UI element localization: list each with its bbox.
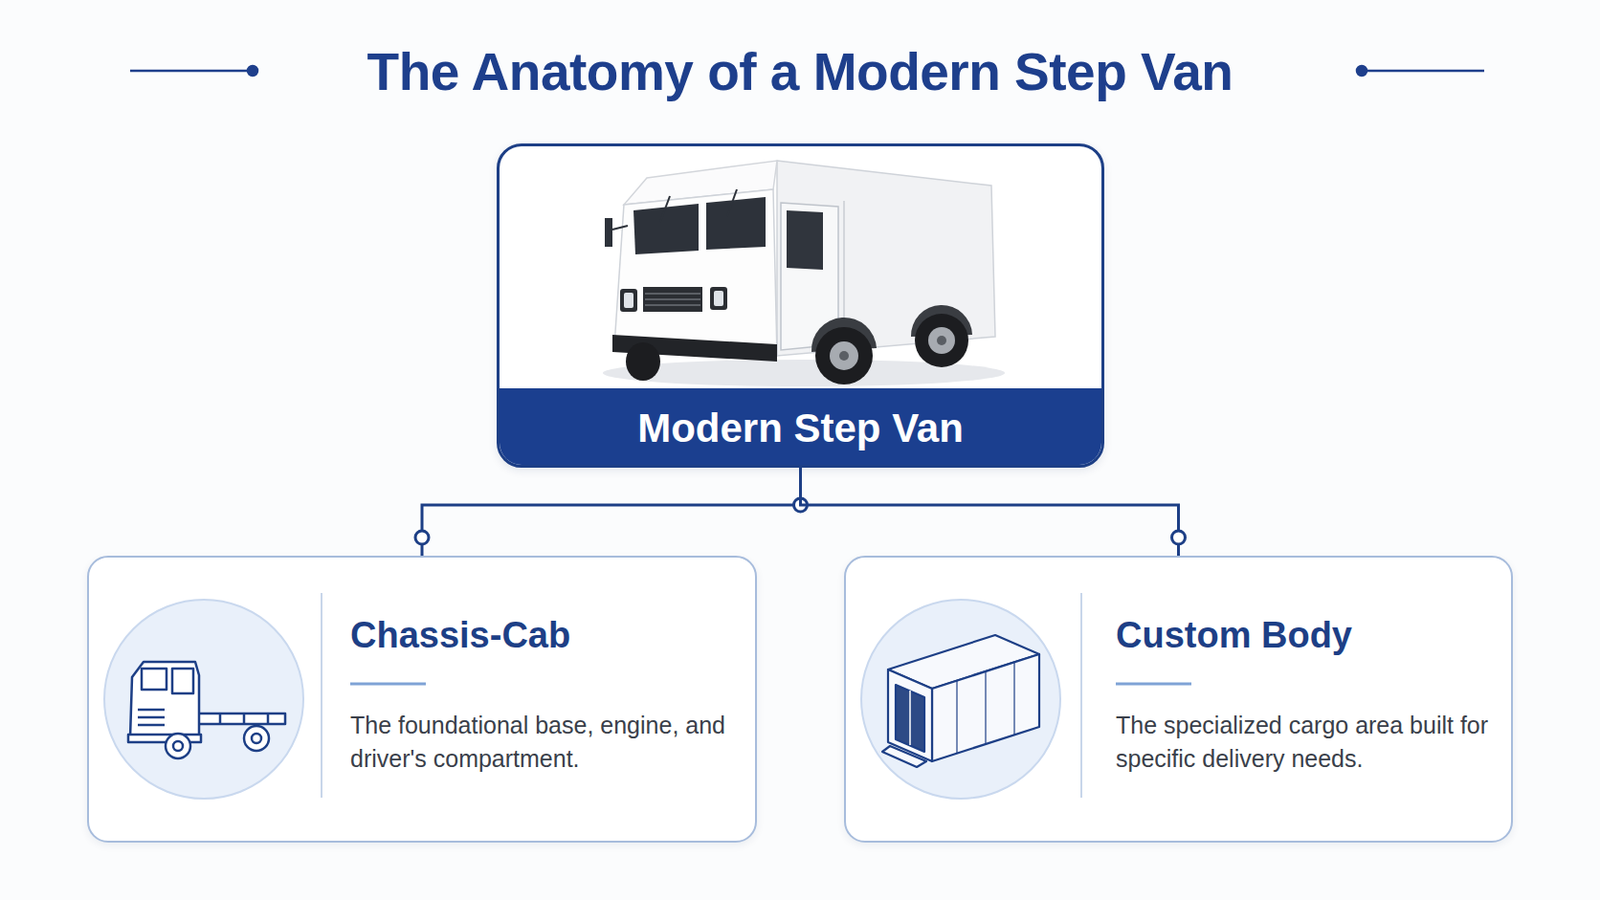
title-rule xyxy=(130,69,251,73)
tree-connector xyxy=(415,467,808,556)
tree-connector xyxy=(800,467,1186,556)
component-heading: Chassis-Cab xyxy=(350,613,734,658)
connector-end-dot xyxy=(1172,531,1186,545)
component-card: Chassis-CabThe foundational base, engine… xyxy=(87,555,757,844)
title-rule xyxy=(247,66,258,76)
diagram-title: The Anatomy of a Modern Step Van xyxy=(0,36,1600,108)
tree-connector xyxy=(422,467,801,556)
component-card: Custom BodyThe specialized cargo area bu… xyxy=(844,555,1513,844)
title-rule xyxy=(1363,69,1485,73)
component-heading: Custom Body xyxy=(1115,613,1499,658)
component-description: The specialized cargo area built for spe… xyxy=(1115,709,1494,777)
component-description: The foundational base, engine, and drive… xyxy=(350,709,729,777)
tree-connector xyxy=(800,467,1179,556)
connector-end-dot xyxy=(415,531,429,545)
title-rule xyxy=(1356,66,1367,76)
junction-dot xyxy=(794,498,808,512)
card-label: Modern Step Van xyxy=(499,391,1102,466)
van-card: Modern Step Van xyxy=(496,143,1105,468)
